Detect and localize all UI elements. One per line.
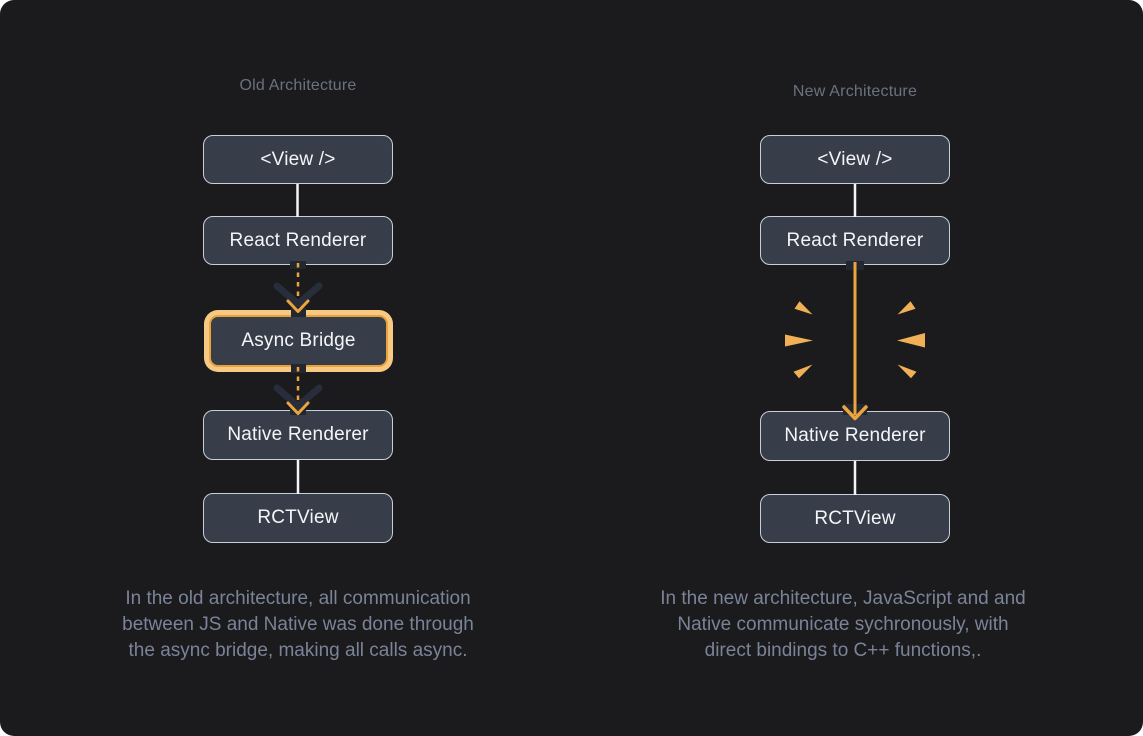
caption-line: In the new architecture, JavaScript and … — [660, 588, 1026, 609]
old-react-to-bridge-dashed-arrow-icon — [273, 261, 323, 317]
caption-line: between JS and Native was done through — [122, 614, 474, 635]
new-architecture-caption: In the new architecture, JavaScript and … — [613, 586, 1073, 664]
new-react-to-native-sync-arrow-icon — [842, 261, 868, 421]
caption-line: Native communicate sychronously, with — [677, 614, 1009, 635]
new-react-renderer-node: React Renderer — [760, 216, 950, 265]
caption-line: direct bindings to C++ functions,. — [704, 640, 982, 661]
new-view-node: <View /> — [760, 135, 950, 184]
sync-burst-sparks-icon — [785, 301, 925, 379]
old-architecture-caption: In the old architecture, all communicati… — [68, 586, 528, 664]
old-native-renderer-node: Native Renderer — [203, 410, 393, 460]
old-view-node: <View /> — [203, 135, 393, 184]
caption-line: the async bridge, making all calls async… — [128, 640, 468, 661]
caption-line: In the old architecture, all communicati… — [125, 588, 471, 609]
old-rctview-node: RCTView — [203, 493, 393, 543]
async-bridge-highlight-ring: Async Bridge — [204, 310, 393, 372]
old-architecture-title: Old Architecture — [239, 77, 357, 94]
new-native-renderer-node: Native Renderer — [760, 411, 950, 461]
old-react-renderer-node: React Renderer — [203, 216, 393, 265]
async-bridge-node: Async Bridge — [209, 315, 388, 367]
new-architecture-title: New Architecture — [792, 83, 918, 100]
new-rctview-node: RCTView — [760, 494, 950, 543]
